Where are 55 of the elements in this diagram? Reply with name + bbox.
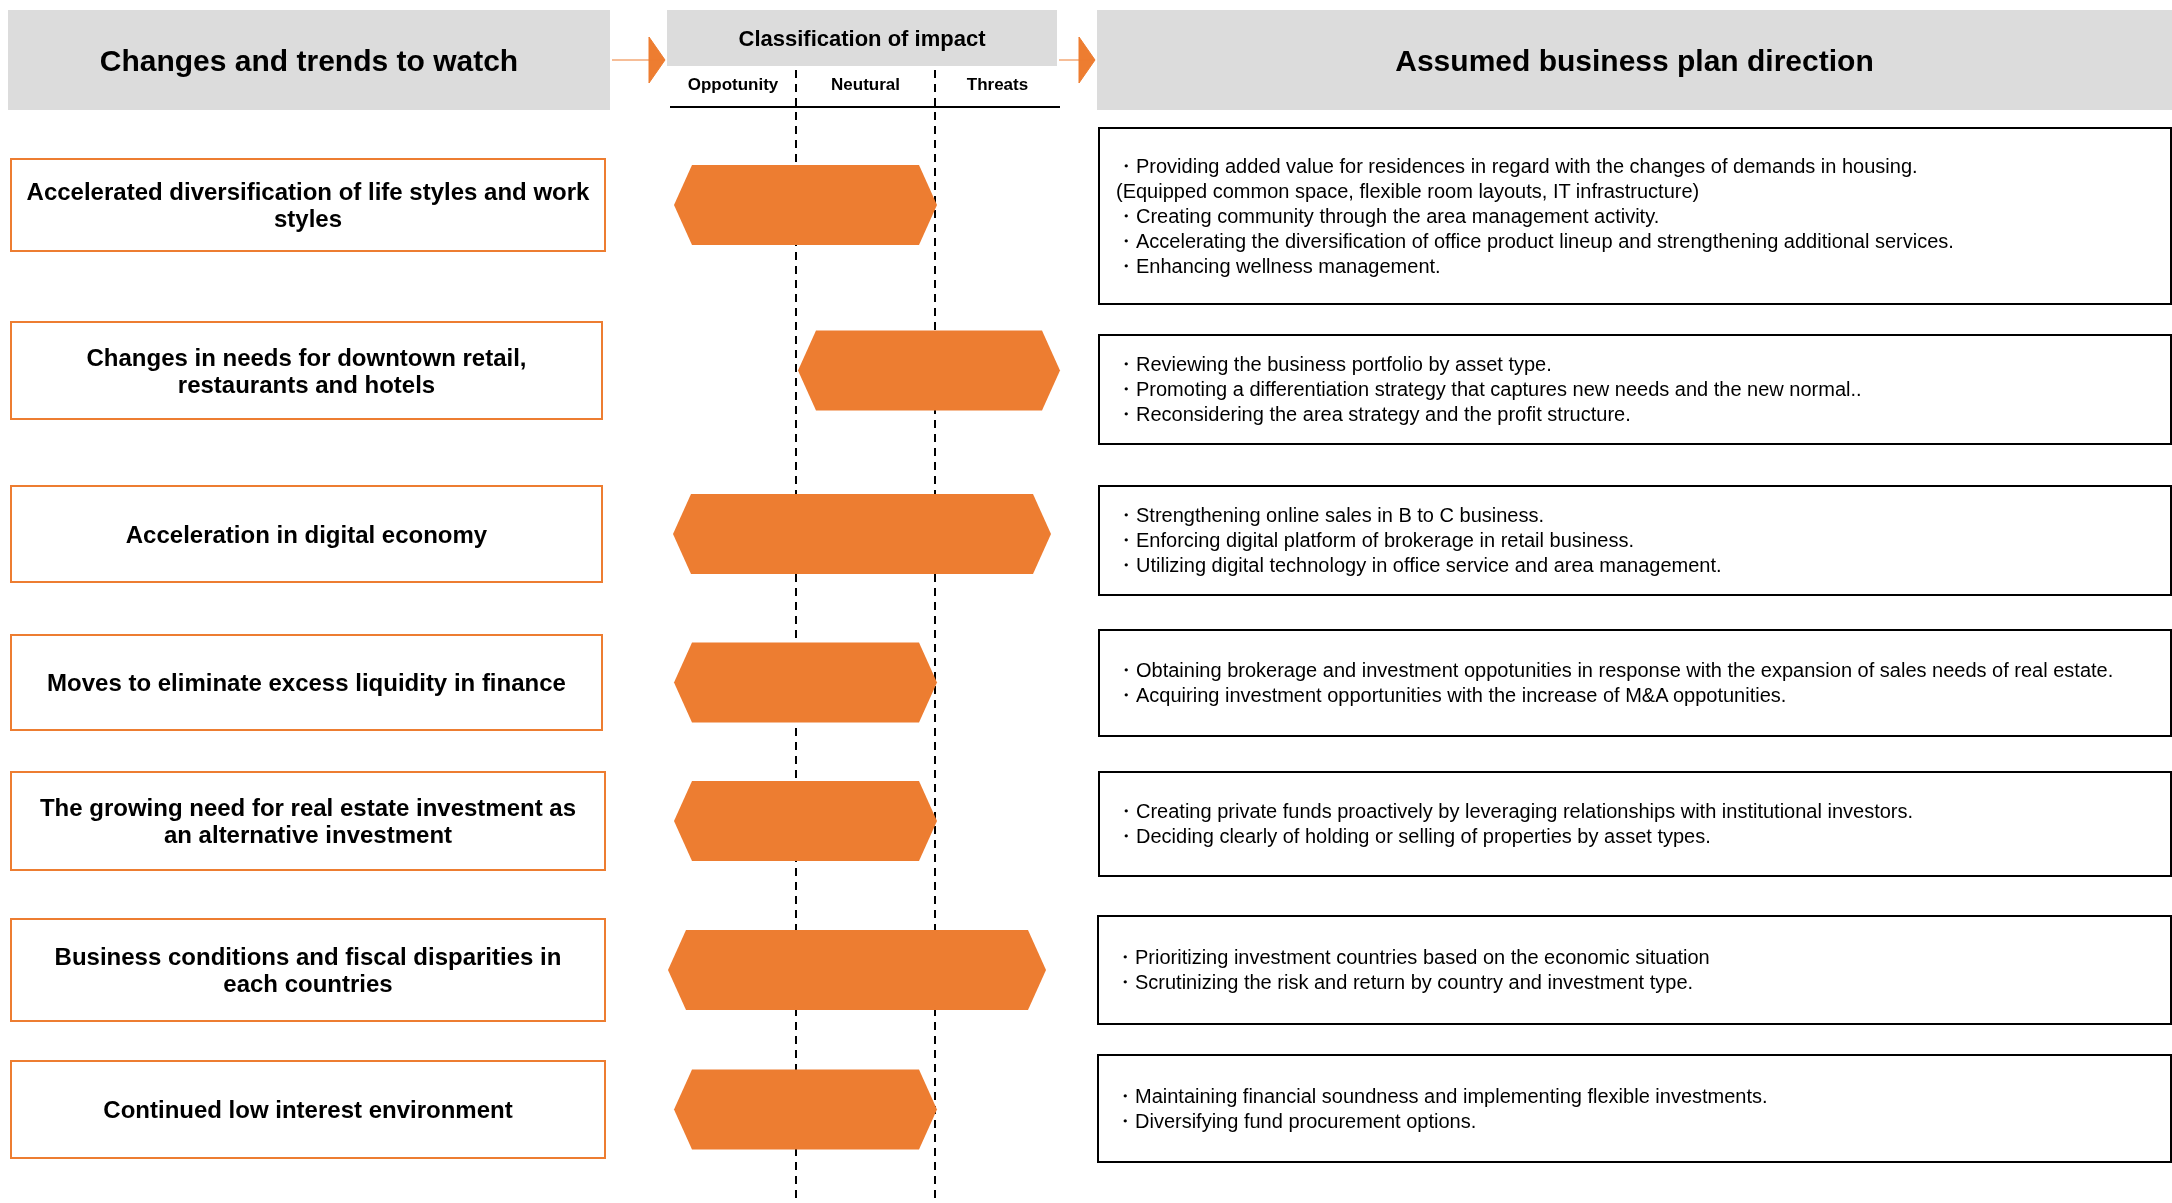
header-text: Classification of impact [738,24,986,53]
chevron-arrow [611,36,666,84]
bullet-text: ・Deciding clearly of holding or selling of properties by asset types. [1116,824,1712,849]
column-header [667,10,1057,66]
plan-box [1098,771,2172,877]
trend-box [10,1060,606,1159]
plan-box [1097,1054,2172,1163]
header-text: Changes and trends to watch [99,42,519,79]
bullet-text: ・Scrutinizing the risk and return by country and investment type. [1115,970,1695,995]
trend-text: Continued low interest environment [103,1096,513,1123]
trend-text: Moves to eliminate excess liquidity in finance [47,669,566,696]
trend-box [10,485,603,583]
bullet-text: ・Strengthening online sales in B to C business. [1116,503,1546,528]
bullet-text: ・Enforcing digital platform of brokerage in retail business. [1116,528,1636,553]
bullet-text: ・Reconsidering the area strategy and the profit structure. [1116,402,1632,427]
trend-text: Business conditions and fiscal disparities in each countries [53,943,563,997]
trend-box [10,918,606,1022]
bullet-text: ・Diversifying fund procurement options. [1115,1108,1478,1134]
impact-range-hexagon [673,494,1051,574]
bullet-text: ・Obtaining brokerage and investment oppotunities in response with the expansion of sales needs of real estate. [1116,658,2115,683]
trend-box [10,321,603,420]
bullet-text: ・Promoting a differentiation strategy that captures new needs and the new normal.. [1116,377,1863,402]
impact-range-hexagon [668,930,1046,1010]
bullet-text: ・Prioritizing investment countries based on the economic situation [1115,945,1711,970]
bullet-text: ・Acquiring investment opportunities with the increase of M&A oppotunities. [1116,683,1788,708]
bullet-text: ・Reviewing the business portfolio by asset type. [1116,352,1553,377]
bullet-text: ・Utilizing digital technology in office service and area management. [1116,553,1723,578]
bullet-text: ・Creating community through the area management activity. [1116,203,1661,229]
trend-text: Accelerated diversification of life styles and work styles [25,178,591,232]
plan-box [1098,334,2172,445]
header-text: Assumed business plan direction [1395,42,1874,79]
plan-box [1097,915,2172,1025]
column-header [8,10,610,110]
bullet-text: (Equipped common space, flexible room layouts, IT infrastructure) [1116,178,1701,204]
trend-text: Acceleration in digital economy [125,520,488,548]
bullet-text: ・Providing added value for residences in regard with the changes of demands in housing. [1116,153,1919,179]
impact-range-hexagon [798,330,1060,411]
bullet-text: ・Maintaining financial soundness and implementing flexible investments. [1115,1083,1769,1109]
trend-box [10,771,606,871]
trend-box [10,158,606,252]
impact-range-hexagon [674,781,937,861]
plan-box [1098,629,2172,737]
bullet-text: ・Creating private funds proactively by leveraging relationships with institutional investors. [1116,799,1915,824]
plan-box [1098,485,2172,596]
impact-range-hexagon [674,642,937,723]
bullet-text: ・Accelerating the diversification of office product lineup and strengthening additional services. [1116,228,1955,254]
column-header [1097,10,2172,110]
trend-box [10,634,603,731]
impact-range-hexagon [674,165,937,245]
plan-box [1098,127,2172,305]
trend-text: The growing need for real estate investment as an alternative investment [38,794,578,848]
chevron-arrow [1058,36,1096,84]
impact-range-hexagon [674,1069,937,1150]
trend-text: Changes in needs for downtown retail, restaurants and hotels [85,343,528,398]
bullet-text: ・Enhancing wellness management. [1116,253,1442,279]
